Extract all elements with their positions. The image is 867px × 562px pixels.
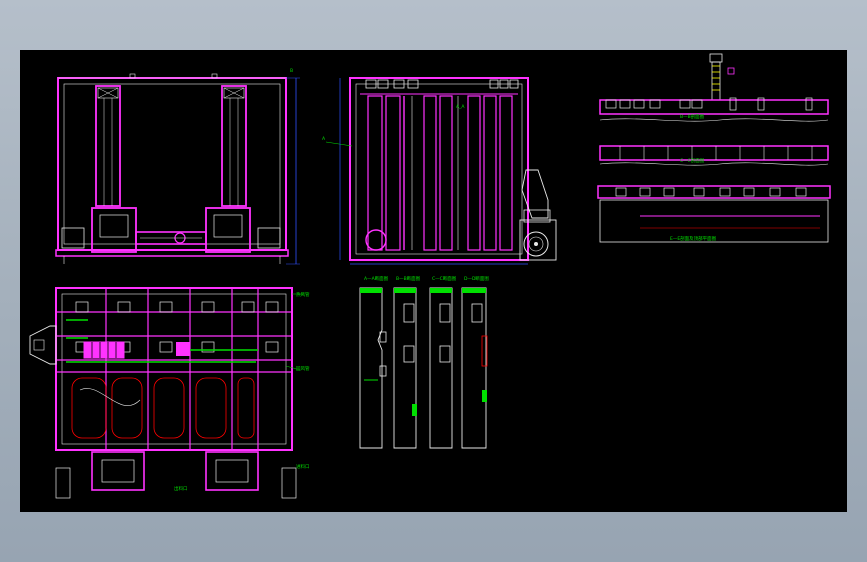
side-frame-outer <box>349 77 529 261</box>
chimney <box>709 53 735 101</box>
cad-drawing: B <box>29 53 831 499</box>
plan-note-hot-air: 热风管 <box>296 291 310 298</box>
plan-heater-strips <box>66 319 258 363</box>
elev-strip-3-title: E—E剖面及顶部平面图 <box>670 235 717 242</box>
elev-strip-1-title: B—B剖面图 <box>680 113 705 120</box>
section-a-strip <box>359 287 387 449</box>
front-drive-shaft <box>135 231 207 245</box>
elevation-strip-2: C—C剖面图 <box>599 145 829 166</box>
front-elevation-view: B <box>55 68 300 265</box>
plan-inlet-hopper <box>29 325 57 365</box>
front-duct-right <box>221 85 247 207</box>
side-channels <box>367 95 513 251</box>
side-elevation-view: A A_A <box>322 77 557 265</box>
section-b-strip <box>393 287 417 449</box>
plan-note-return-air: 回风管 <box>296 365 310 372</box>
plan-view: 热风管 回风管 进料口 出料口 <box>29 287 310 499</box>
plan-note-inlet: 进料口 <box>296 463 310 470</box>
plan-fan-bottom-left <box>91 451 145 491</box>
side-mark-label: A_A <box>456 104 465 110</box>
plan-frame-outer <box>55 287 293 451</box>
section-b-title: B—B断面图 <box>396 275 421 282</box>
section-views: A—A断面图 B—B断面图 C—C断面图 D—D断面图 <box>359 275 489 449</box>
plan-fans <box>75 301 279 353</box>
elevation-strip-3: E—E剖面及顶部平面图 <box>597 185 831 243</box>
side-fan-circle <box>365 229 387 251</box>
section-d-title: D—D断面图 <box>464 275 489 282</box>
front-fan-right <box>205 207 251 253</box>
elev-strip-2-title: C—C剖面图 <box>680 157 705 164</box>
section-a-title: A—A断面图 <box>364 275 389 282</box>
front-fan-left <box>91 207 137 253</box>
side-top-manifold <box>360 79 519 95</box>
front-dim-label: B <box>290 68 293 74</box>
plan-grid <box>56 288 292 450</box>
cad-drawing-area: B <box>20 50 847 512</box>
plan-heater-block <box>83 341 125 359</box>
plan-fan-bottom-right <box>205 451 259 491</box>
front-base <box>55 249 289 257</box>
section-c-title: C—C断面图 <box>432 275 457 282</box>
side-blower-housing <box>519 219 557 261</box>
side-blower-wheel <box>523 231 549 257</box>
right-elevation-views: B—B剖面图 C—C剖面图 <box>597 53 831 243</box>
section-d-strip <box>461 287 488 449</box>
plan-serpentine-loops <box>71 377 255 439</box>
plan-note-outlet: 出料口 <box>174 485 188 492</box>
section-c-strip <box>429 287 453 449</box>
elevation-strip-1: B—B剖面图 <box>599 97 829 122</box>
side-exhaust-duct <box>521 169 549 219</box>
side-title-label: A <box>322 136 326 142</box>
front-duct-left <box>95 85 121 207</box>
